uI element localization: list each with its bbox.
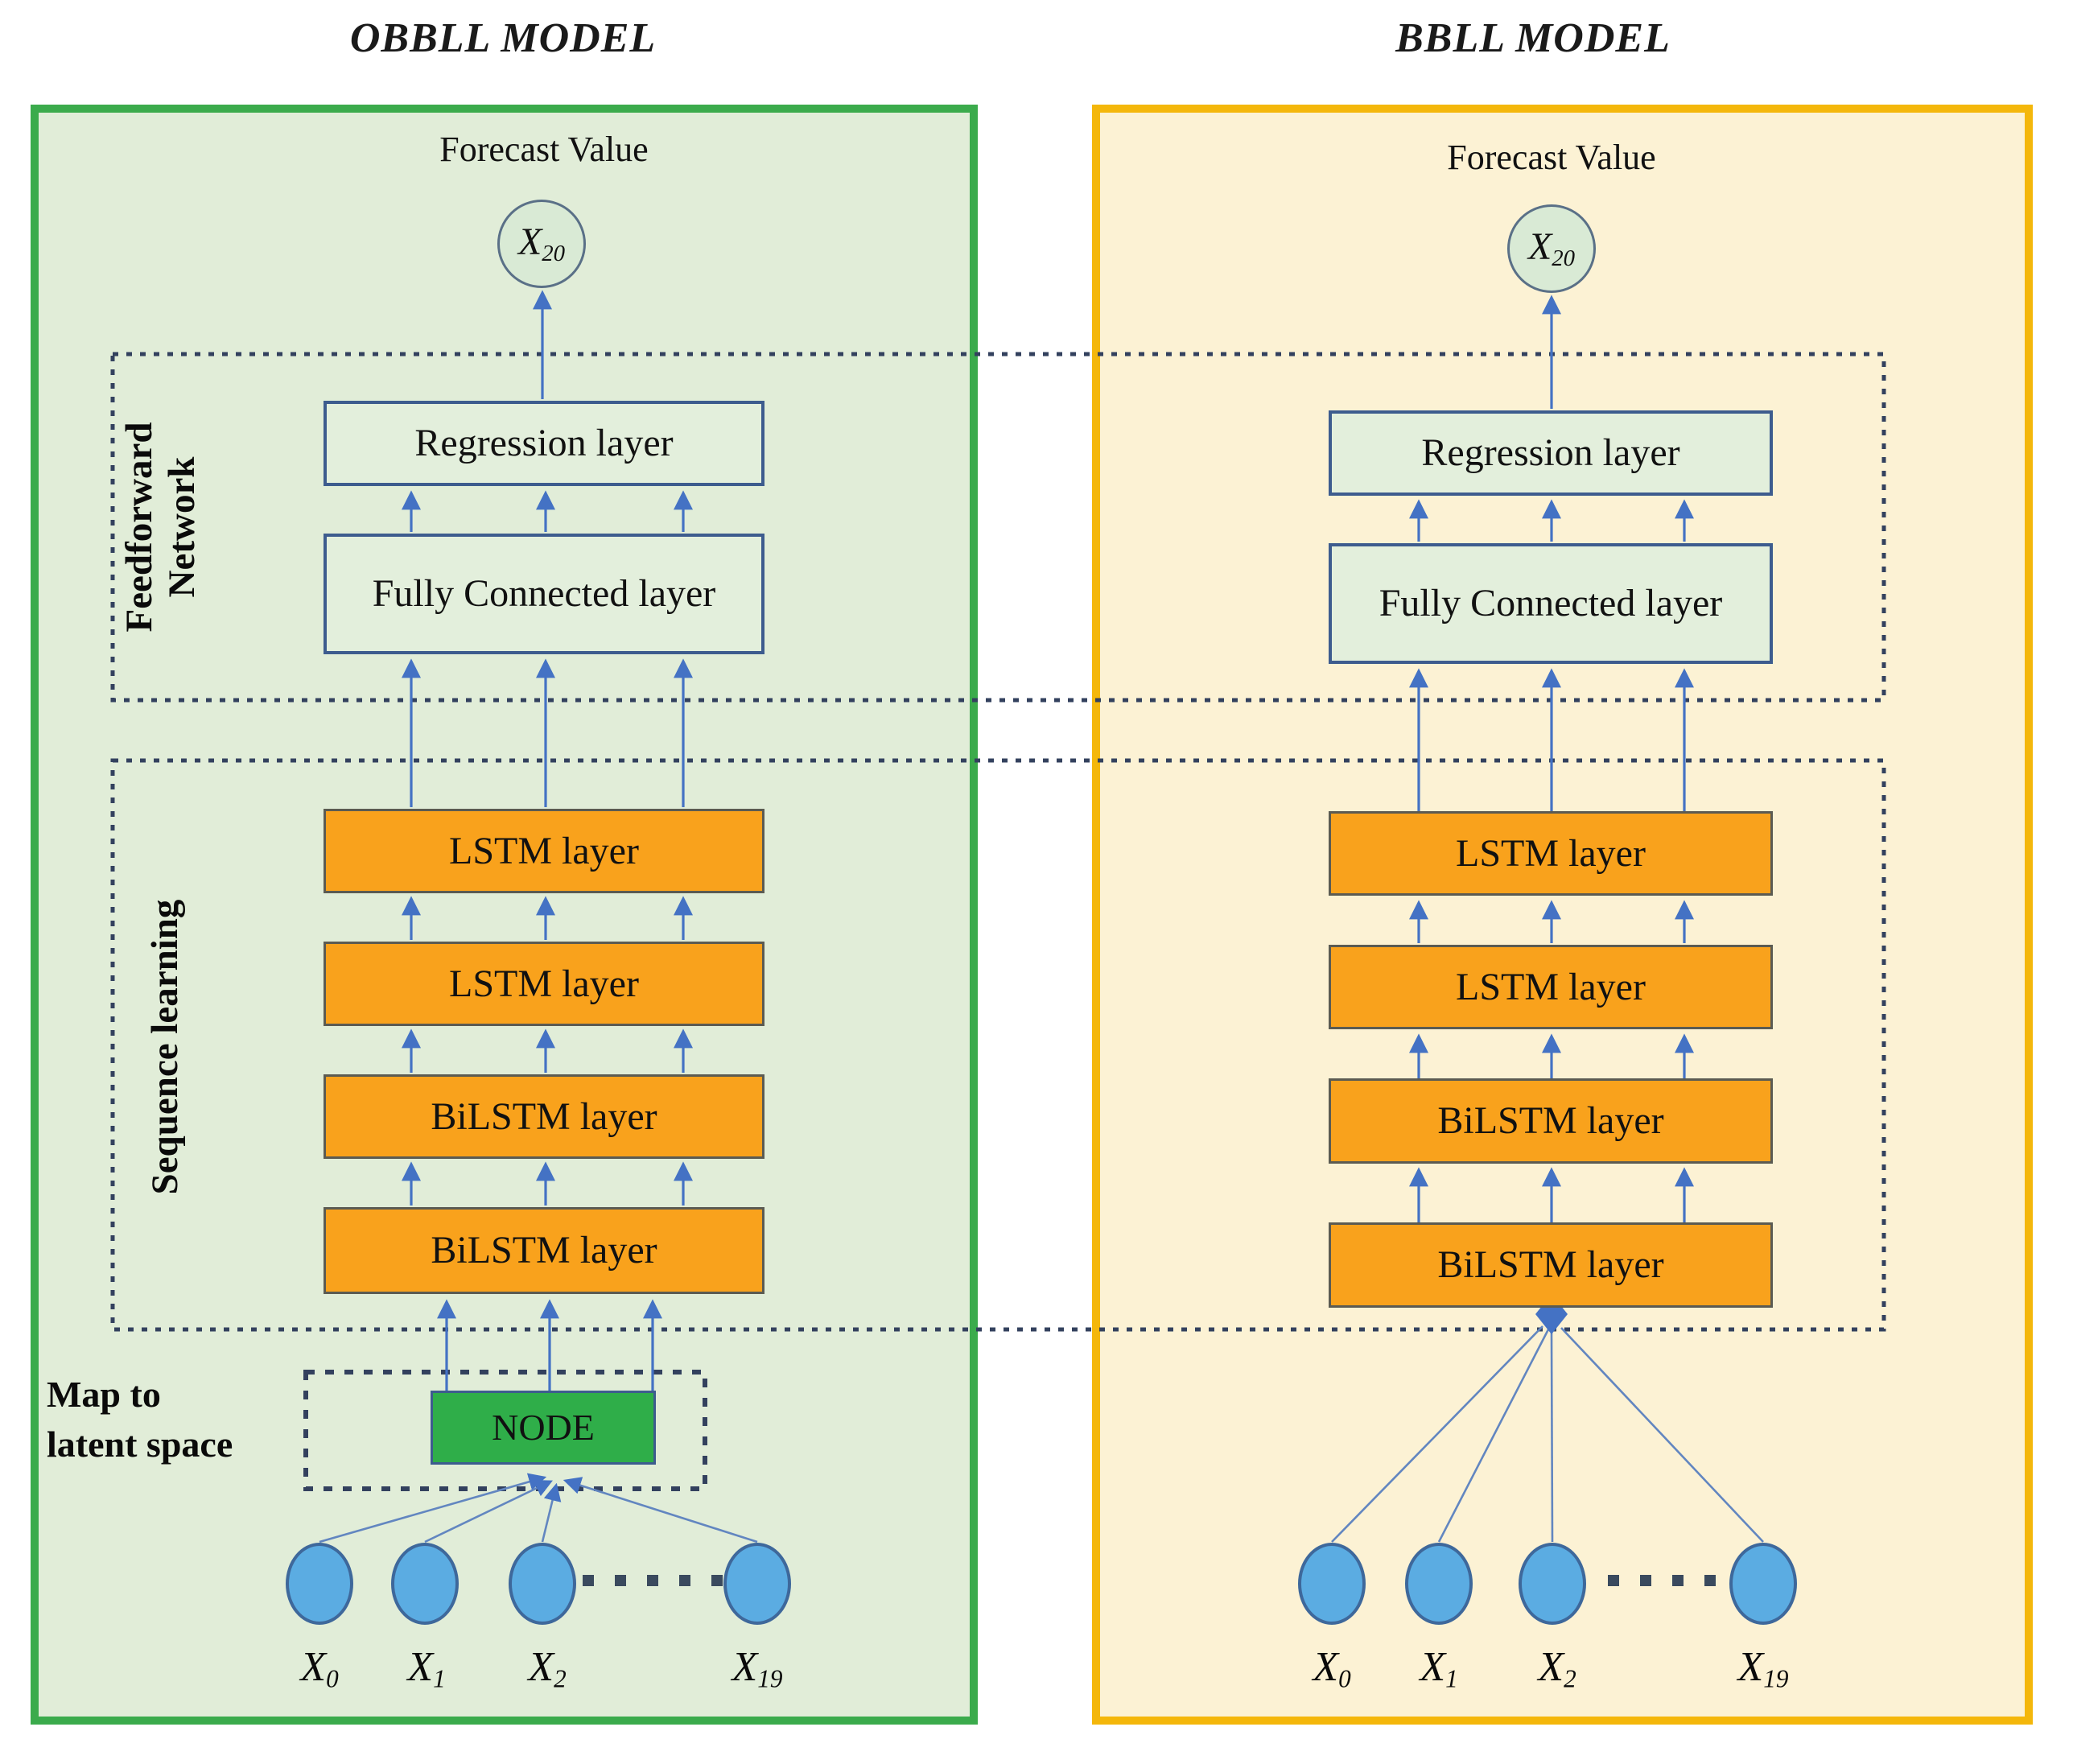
obbll-node-box: NODE xyxy=(431,1391,656,1465)
bbll-input-label-2: X2 xyxy=(1538,1644,1576,1693)
bbll-output-base: X xyxy=(1527,225,1552,269)
obbll-lstm-layer-1: LSTM layer xyxy=(324,809,764,893)
obbll-input-label-1: X1 xyxy=(407,1644,446,1693)
obbll-input-label-2: X2 xyxy=(528,1644,567,1693)
bbll-input-node-0 xyxy=(1298,1543,1366,1625)
obbll-input-node-2 xyxy=(509,1543,576,1625)
obbll-input-node-19 xyxy=(723,1543,791,1625)
bbll-output-sub: 20 xyxy=(1552,245,1576,272)
obbll-output-sub: 20 xyxy=(542,241,566,267)
bbll-panel xyxy=(1092,105,2033,1725)
obbll-bilstm-layer-1: BiLSTM layer xyxy=(324,1074,764,1159)
obbll-input-label-0: X0 xyxy=(300,1644,339,1693)
obbll-forecast-label: Forecast Value xyxy=(439,130,649,169)
bbll-input-node-2 xyxy=(1519,1543,1586,1625)
obbll-input-node-0 xyxy=(286,1543,353,1625)
obbll-input-label-19: X19 xyxy=(732,1644,783,1693)
obbll-title: OBBLL MODEL xyxy=(349,15,657,61)
feedforward-network-label: Feedforward Network xyxy=(118,422,203,633)
sequence-learning-label: Sequence learning xyxy=(143,899,186,1195)
bbll-lstm-layer-1: LSTM layer xyxy=(1329,811,1773,896)
bbll-input-label-19: X19 xyxy=(1737,1644,1789,1693)
bbll-fully-connected-layer: Fully Connected layer xyxy=(1329,543,1773,664)
bbll-input-node-19 xyxy=(1729,1543,1797,1625)
bbll-regression-layer: Regression layer xyxy=(1329,410,1773,496)
obbll-lstm-layer-2: LSTM layer xyxy=(324,942,764,1026)
bbll-input-label-0: X0 xyxy=(1313,1644,1351,1693)
obbll-fully-connected-layer: Fully Connected layer xyxy=(324,534,764,654)
obbll-regression-layer: Regression layer xyxy=(324,401,764,486)
bbll-lstm-layer-2: LSTM layer xyxy=(1329,945,1773,1029)
obbll-output-base: X xyxy=(517,220,542,264)
bbll-input-node-1 xyxy=(1405,1543,1473,1625)
map-to-latent-space-label: Map to latent space xyxy=(47,1374,233,1465)
obbll-output-node: X20 xyxy=(497,200,586,288)
bbll-bilstm-layer-1: BiLSTM layer xyxy=(1329,1078,1773,1164)
bbll-title: BBLL MODEL xyxy=(1395,15,1671,61)
obbll-bilstm-layer-2: BiLSTM layer xyxy=(324,1207,764,1294)
bbll-forecast-label: Forecast Value xyxy=(1447,138,1656,177)
obbll-input-node-1 xyxy=(391,1543,459,1625)
bbll-bilstm-layer-2: BiLSTM layer xyxy=(1329,1222,1773,1308)
bbll-output-node: X20 xyxy=(1507,204,1596,293)
bbll-input-label-1: X1 xyxy=(1420,1644,1458,1693)
